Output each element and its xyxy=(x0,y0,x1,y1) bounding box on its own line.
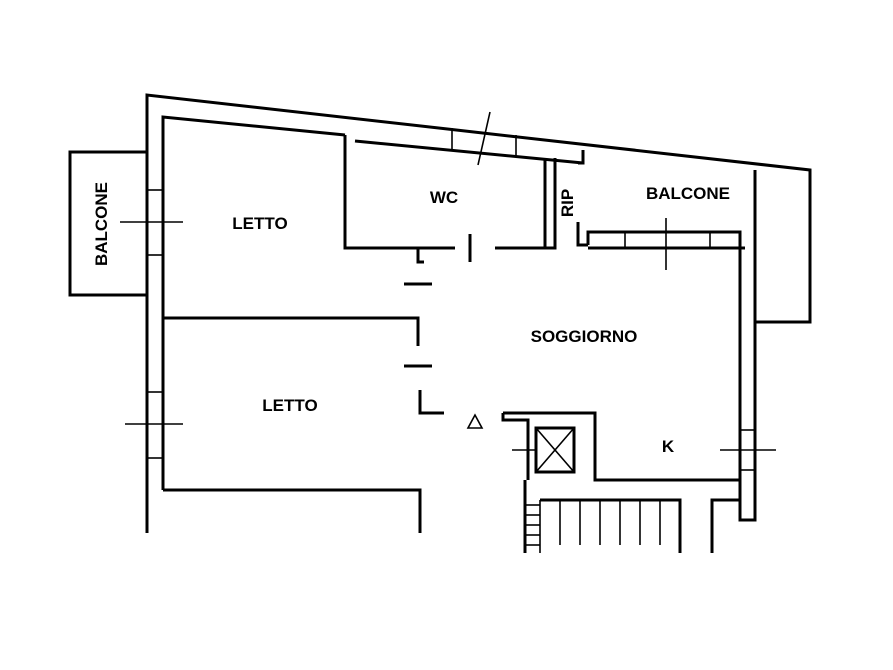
label-wc: WC xyxy=(430,188,458,207)
wc-room-walls xyxy=(343,135,584,264)
label-balcone-left: BALCONE xyxy=(92,182,111,266)
label-soggiorno: SOGGIORNO xyxy=(531,327,638,346)
wc-window xyxy=(451,111,517,166)
bedroom-divider xyxy=(125,282,444,459)
label-letto-bottom: LETTO xyxy=(262,396,317,415)
rip-walls xyxy=(545,150,588,250)
label-kitchen: K xyxy=(662,437,675,456)
outer-wall xyxy=(145,93,812,533)
label-balcone-right: BALCONE xyxy=(646,184,730,203)
stair-core xyxy=(501,411,740,553)
balcony-right-rail xyxy=(586,218,776,522)
label-letto-top: LETTO xyxy=(232,214,287,233)
entrance-triangle-icon xyxy=(466,413,484,429)
label-rip: RIP xyxy=(558,189,577,217)
balcony-left xyxy=(68,150,183,297)
